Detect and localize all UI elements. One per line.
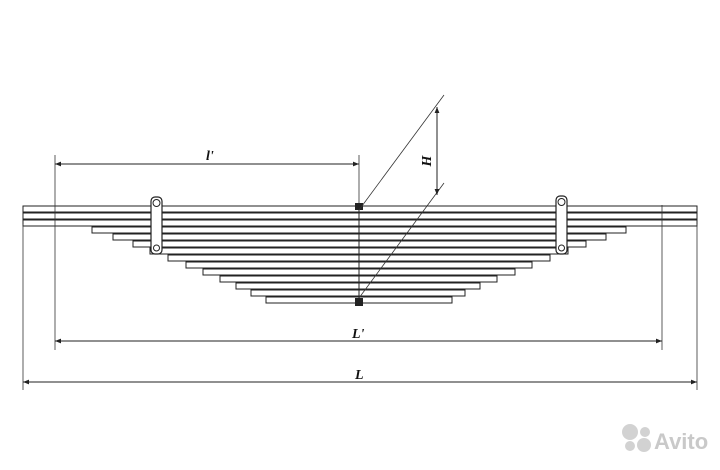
- spring-leaf-13: [250, 289, 466, 297]
- label-L: L: [354, 368, 364, 383]
- avito-dots-icon: [622, 424, 651, 452]
- spring-leaf-12: [235, 282, 481, 290]
- left-clamp: [150, 196, 163, 255]
- center-bolt: [355, 203, 363, 306]
- spring-leaves: [22, 205, 698, 304]
- spring-leaf-2: [22, 212, 698, 220]
- label-H: H: [420, 154, 435, 167]
- spring-leaf-3: [22, 219, 698, 227]
- watermark-text: Avito: [654, 429, 708, 454]
- right-clamp: [555, 195, 568, 255]
- dimension-L: L: [23, 368, 697, 385]
- label-L-prime: L': [351, 327, 365, 342]
- dimension-L-prime: L': [55, 327, 662, 344]
- label-l-prime: l': [206, 149, 214, 164]
- dimension-H: H: [358, 94, 445, 299]
- dimension-l-prime: l': [55, 149, 359, 167]
- watermark: Avito: [622, 424, 708, 454]
- extension-lines: [22, 155, 698, 390]
